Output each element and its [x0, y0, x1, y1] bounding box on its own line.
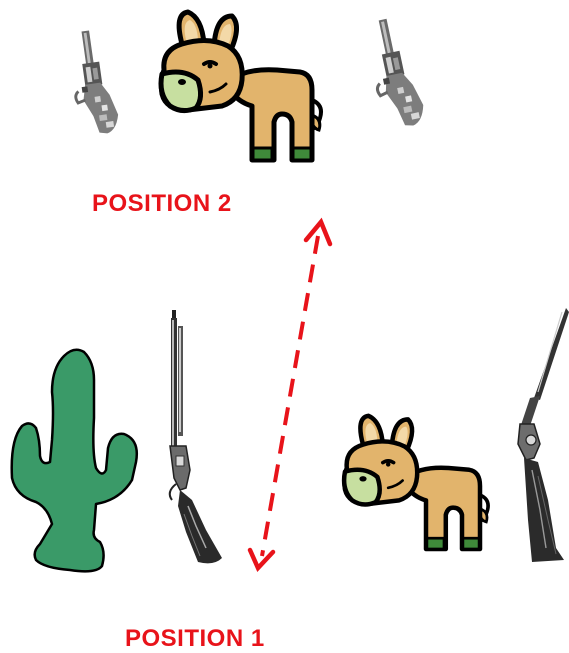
shotgun-icon — [518, 308, 569, 562]
revolver-icon — [363, 15, 427, 131]
position-2-label: POSITION 2 — [92, 190, 232, 218]
rifle-icon — [170, 310, 222, 563]
donkey-icon — [344, 416, 488, 549]
double-headed-dashed-arrow — [250, 222, 330, 568]
revolver-icon — [67, 28, 121, 137]
cactus-icon — [12, 350, 137, 572]
position-1-label: POSITION 1 — [125, 625, 265, 653]
donkey-icon — [161, 12, 321, 160]
